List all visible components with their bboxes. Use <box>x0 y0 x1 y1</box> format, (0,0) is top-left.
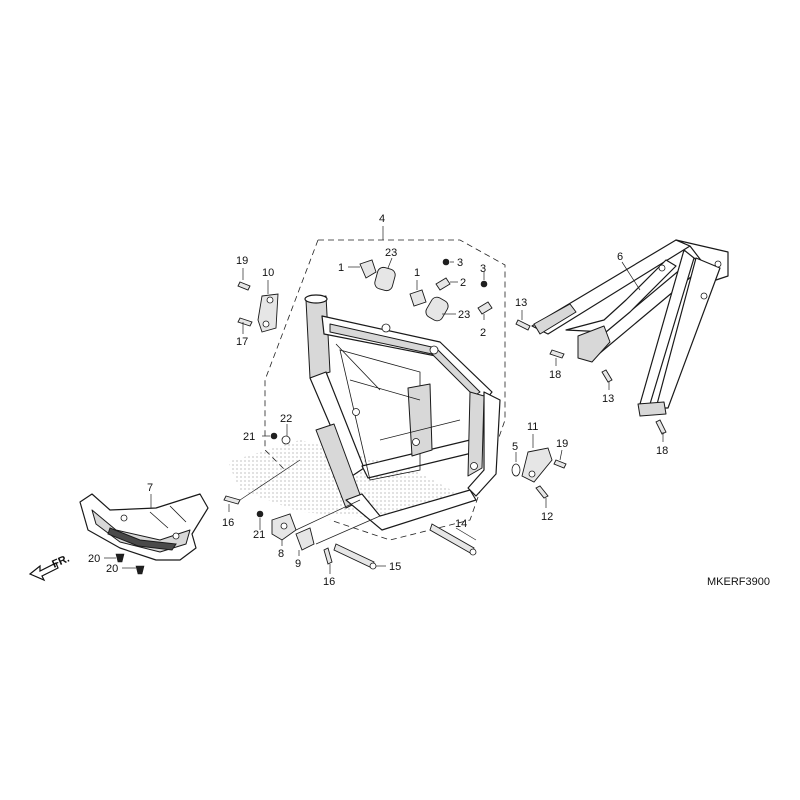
band-23-upper <box>374 266 396 292</box>
bolt-13-lower <box>601 369 613 383</box>
bolt-20-lower <box>135 565 145 575</box>
skid-plate <box>79 493 209 561</box>
callout-11: 11 <box>527 421 538 433</box>
clip-1-lower <box>409 289 427 307</box>
diagram-code: MKERF3900 <box>707 576 770 588</box>
bolt-13-upper <box>515 319 531 331</box>
bolt-19-right <box>553 459 567 469</box>
bracket-11 <box>521 447 553 483</box>
callout-2: 2 <box>460 277 466 289</box>
callout-2: 2 <box>480 327 486 339</box>
callout-22: 22 <box>280 413 292 425</box>
callout-1: 1 <box>414 267 420 279</box>
callout-20: 20 <box>88 553 100 565</box>
callout-1: 1 <box>338 262 344 274</box>
nut-21-lower <box>256 510 264 518</box>
bracket-9 <box>295 527 315 551</box>
callout-3: 3 <box>457 257 463 269</box>
washer-22 <box>281 435 291 445</box>
callout-6: 6 <box>617 251 623 263</box>
bolt-12 <box>535 485 549 499</box>
callout-18: 18 <box>549 369 561 381</box>
bolt-18-upper <box>549 349 565 359</box>
nut-3-upper <box>442 258 450 266</box>
front-label: FR. <box>50 553 71 571</box>
main-frame <box>304 294 501 531</box>
callout-21: 21 <box>243 431 255 443</box>
bolt-19-left <box>237 281 251 291</box>
bolt-17 <box>237 317 253 327</box>
clip-1-upper <box>359 259 377 279</box>
callout-19: 19 <box>556 438 568 450</box>
bolt-14 <box>429 523 475 555</box>
callout-14: 14 <box>455 518 467 530</box>
front-direction-indicator: FR. <box>28 553 71 582</box>
bolt-2-upper <box>435 277 451 291</box>
bolt-18-lower <box>655 419 667 435</box>
callout-15: 15 <box>389 561 401 573</box>
bolt-15 <box>333 543 375 569</box>
callout-16: 16 <box>323 576 335 588</box>
callout-10: 10 <box>262 267 274 279</box>
bolt-16-lower <box>323 547 333 565</box>
callout-4: 4 <box>379 213 385 225</box>
band-23-lower <box>425 296 449 322</box>
callout-23: 23 <box>385 247 397 259</box>
callout-13: 13 <box>515 297 527 309</box>
callout-21: 21 <box>253 529 265 541</box>
callouts: 1 1 2 2 3 3 4 5 6 7 8 9 10 11 12 13 13 1… <box>88 213 668 588</box>
collar-5 <box>511 463 521 477</box>
callout-20: 20 <box>106 563 118 575</box>
callout-9: 9 <box>295 558 301 570</box>
front-arrow-icon <box>28 562 59 582</box>
callout-leaders <box>104 257 664 574</box>
callout-16: 16 <box>222 517 234 529</box>
nut-3-lower <box>480 280 488 288</box>
callout-7: 7 <box>147 482 153 494</box>
callout-5: 5 <box>512 441 518 453</box>
callout-18: 18 <box>656 445 668 457</box>
bolt-2-lower <box>477 301 493 315</box>
callout-3: 3 <box>480 263 486 275</box>
bolt-16-left <box>223 495 241 505</box>
nut-21-upper <box>270 432 278 440</box>
callout-12: 12 <box>541 511 553 523</box>
callout-19: 19 <box>236 255 248 267</box>
callout-17: 17 <box>236 336 248 348</box>
callout-23: 23 <box>458 309 470 321</box>
rear-subframe <box>531 239 729 417</box>
callout-8: 8 <box>278 548 284 560</box>
callout-13: 13 <box>602 393 614 405</box>
bolt-20-upper <box>115 553 125 563</box>
